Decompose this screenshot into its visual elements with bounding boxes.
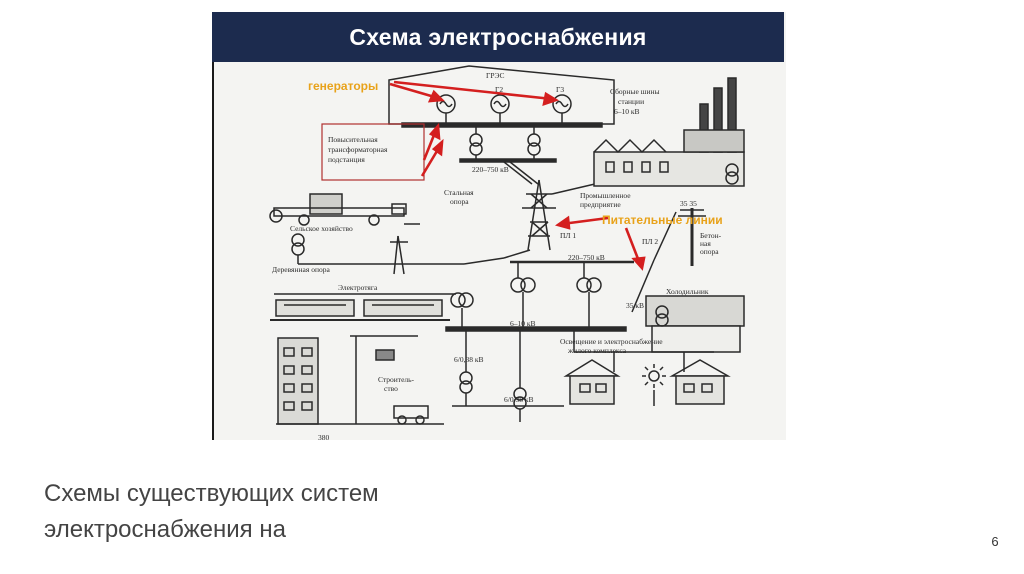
- label-electric-traction: Электротяга: [338, 283, 378, 292]
- caption-line-2: электроснабжения на: [44, 516, 286, 543]
- label-steel-tower-1: Стальная: [444, 188, 474, 197]
- agriculture-machine-icon: [269, 193, 407, 226]
- label-concrete-2: ная: [700, 239, 711, 248]
- caption-line-1: Схемы существующих систем: [44, 480, 379, 507]
- annotation-generators: генераторы: [308, 79, 378, 93]
- house-left-icon: [563, 359, 621, 405]
- diagram-drawing: ГРЭС Г2 Г3 Сборные шины станции 6–10 кВ …: [269, 65, 745, 442]
- label-construction-2: ство: [384, 384, 398, 393]
- label-pl1: ПЛ 1: [560, 231, 576, 240]
- step-up-substation-box: [321, 123, 425, 181]
- distribution-busbar: [445, 326, 627, 332]
- label-busbars-2: станции: [618, 97, 644, 106]
- house-right-icon: [669, 359, 731, 405]
- arrow-generator-1: [389, 82, 439, 100]
- label-lighting-2: жилого комплекса: [567, 346, 627, 355]
- transformer-t2-icon: [527, 133, 541, 147]
- station-busbar: [401, 122, 603, 128]
- street-light-icon: [642, 364, 666, 406]
- slide-caption: Схемы существующих систем электроснабжен…: [44, 476, 644, 548]
- apartment-building-icon: [277, 337, 319, 425]
- label-6-10kv: 6–10 кВ: [510, 319, 536, 328]
- transformer-t5-icon: [459, 371, 473, 385]
- label-pl2: ПЛ 2: [642, 237, 658, 246]
- label-low-kv-1: 6/0,38 кВ: [454, 355, 483, 364]
- diagram-title: Схема электроснабжения: [349, 24, 647, 50]
- label-insulators: 35 35: [680, 199, 697, 208]
- label-hv-top: 220–750 кВ: [472, 165, 509, 174]
- label-gres: ГРЭС: [486, 71, 504, 80]
- power-supply-diagram: ГРЭС Г2 Г3 Сборные шины станции 6–10 кВ …: [212, 12, 786, 442]
- label-g2: Г2: [495, 85, 503, 94]
- label-concrete-1: Бетон-: [700, 231, 722, 240]
- label-step-up-2: трансформаторная: [328, 145, 388, 154]
- electric-train-icon: [270, 293, 450, 321]
- construction-machine-icon: [393, 405, 429, 425]
- label-g3: Г3: [556, 85, 564, 94]
- label-hv-mid: 220–750 кВ: [568, 253, 605, 262]
- label-35kv: 35 кВ: [626, 301, 644, 310]
- label-industry-2: предприятие: [580, 200, 621, 209]
- diagram-title-banner: Схема электроснабжения: [212, 12, 784, 62]
- label-fridge: Холодильник: [666, 287, 709, 296]
- label-busbars-1: Сборные шины: [610, 87, 660, 96]
- label-industry-1: Промышленное: [580, 191, 631, 200]
- label-low-kv-2: 6/0,38 кВ: [504, 395, 533, 404]
- arrow-generator-3: [393, 80, 553, 101]
- label-lighting-1: Освещение и электроснабжение: [560, 337, 663, 346]
- label-busbars-3: 6–10 кВ: [614, 107, 640, 116]
- page-number: 6: [991, 534, 999, 549]
- hv-busbar-top: [459, 158, 557, 163]
- label-step-up-1: Повысительная: [328, 135, 378, 144]
- industrial-plant-icon: [593, 77, 745, 187]
- annotation-feeders: Питательные линии: [602, 213, 723, 227]
- transformer-t4-icon: [576, 277, 592, 293]
- label-construction-1: Строитель-: [378, 375, 415, 384]
- label-concrete-3: опора: [700, 247, 719, 256]
- wooden-pole-icon: [390, 235, 408, 275]
- transformer-t1-icon: [469, 133, 483, 147]
- label-wooden-pole: Деревянная опора: [272, 265, 330, 274]
- label-step-up-3: подстанция: [328, 155, 365, 164]
- fridge-building-icon: [645, 295, 745, 353]
- transformer-t3-icon: [510, 277, 526, 293]
- steel-tower-icon: [522, 179, 556, 251]
- label-bottom-num: 380: [318, 433, 330, 440]
- label-agriculture: Сельское хозяйство: [290, 224, 353, 233]
- transformer-t6-icon: [513, 387, 527, 401]
- label-steel-tower-2: опора: [450, 197, 469, 206]
